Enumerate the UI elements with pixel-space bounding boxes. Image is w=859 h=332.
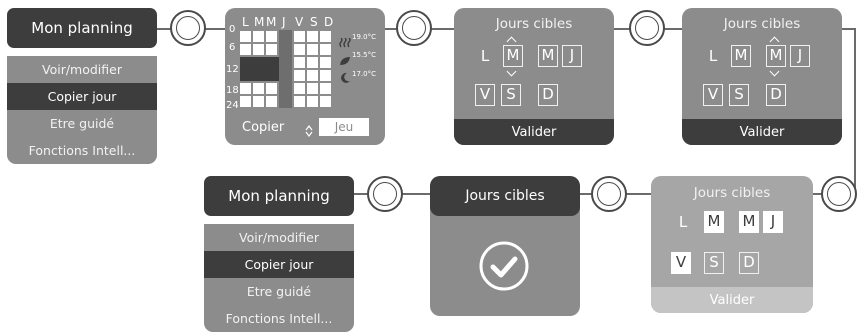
temperature-list: 19.0°C 15.5°C 17.0°C [339, 32, 383, 92]
chevron-down-icon [506, 66, 517, 77]
temp-night-value: 17.0°C [352, 70, 376, 78]
temp-eco-value: 15.5°C [352, 51, 376, 59]
day-monday[interactable]: L [708, 47, 718, 65]
day-tuesday[interactable]: M [731, 45, 751, 67]
day-wednesday[interactable]: M [538, 45, 558, 67]
navigation-circle-icon[interactable] [396, 10, 432, 46]
day-header-label: V [295, 15, 304, 29]
connector-line [854, 28, 856, 194]
target-days-screen-1: Jours cibles L M M J V S D Valider [454, 8, 614, 145]
day-monday[interactable]: L [480, 47, 490, 65]
day-saturday[interactable]: S [729, 84, 749, 106]
day-wednesday[interactable]: M [739, 211, 759, 233]
day-header-label: S [310, 15, 318, 29]
menu-item-etre-guide[interactable]: Etre guidé [246, 284, 312, 299]
schedule-grid[interactable] [239, 30, 336, 108]
navigation-circle-icon[interactable] [367, 176, 403, 212]
day-tuesday[interactable]: M [503, 45, 523, 67]
navigation-circle-icon[interactable] [591, 176, 627, 212]
copy-day-screen: 0 6 12 18 24 L M M J V S D [225, 8, 385, 145]
menu-mon-planning-2: Mon planning Voir/modifier Copier jour E… [204, 176, 354, 332]
day-sunday[interactable]: D [538, 84, 558, 106]
day-friday[interactable]: V [475, 84, 495, 106]
day-thursday[interactable]: J [790, 45, 810, 67]
day-header-label: L [242, 15, 249, 29]
day-header-label: M [266, 15, 277, 29]
day-sunday[interactable]: D [766, 84, 786, 106]
hour-label: 18 [226, 85, 239, 96]
day-sunday[interactable]: D [739, 252, 759, 274]
menu-title: Mon planning [204, 176, 354, 216]
hour-label: 0 [229, 24, 236, 35]
confirmation-header: Jours cibles [430, 176, 580, 216]
screen-title: Jours cibles [693, 185, 771, 201]
menu-item-etre-guide[interactable]: Etre guidé [49, 116, 115, 131]
menu-list: Voir/modifier Copier jour Etre guidé Fon… [204, 224, 354, 332]
menu-item-voir-modifier[interactable]: Voir/modifier [239, 230, 319, 245]
menu-item-fonctions-intelligentes[interactable]: Fonctions Intell... [225, 311, 333, 326]
day-friday[interactable]: V [703, 84, 723, 106]
menu-item-fonctions-intelligentes[interactable]: Fonctions Intell... [28, 143, 136, 158]
navigation-circle-icon[interactable] [170, 10, 206, 46]
temp-comfort-value: 19.0°C [352, 33, 376, 41]
menu-mon-planning: Mon planning Voir/modifier Copier jour E… [7, 8, 157, 164]
menu-item-copier-jour[interactable]: Copier jour [7, 83, 157, 110]
confirmation-screen: Jours cibles [430, 176, 580, 316]
comfort-heat-icon [339, 33, 351, 48]
night-moon-icon [339, 69, 351, 83]
check-circle-icon [478, 240, 530, 292]
screen-title: Jours cibles [495, 16, 573, 32]
hour-label: 12 [226, 64, 239, 75]
hour-label: 24 [226, 100, 239, 111]
day-header-label: J [282, 15, 286, 29]
menu-item-copier-jour[interactable]: Copier jour [204, 251, 354, 278]
day-header: L M M J V S D [242, 15, 342, 29]
chevron-down-icon [769, 66, 780, 77]
day-monday[interactable]: L [678, 213, 688, 231]
menu-item-voir-modifier[interactable]: Voir/modifier [42, 62, 122, 77]
validate-button[interactable]: Valider [651, 287, 813, 313]
day-saturday[interactable]: S [704, 252, 724, 274]
eco-leaf-icon [339, 51, 351, 65]
day-thursday[interactable]: J [763, 211, 783, 233]
hour-label: 6 [229, 42, 236, 53]
validate-button[interactable]: Valider [454, 119, 614, 145]
copy-label: Copier [242, 120, 285, 135]
navigation-circle-icon[interactable] [821, 176, 857, 212]
screen-title: Jours cibles [723, 16, 801, 32]
day-friday[interactable]: V [671, 252, 691, 274]
validate-button[interactable]: Valider [682, 119, 842, 145]
day-thursday[interactable]: J [562, 45, 582, 67]
target-days-screen-3: Jours cibles L M M J V S D Valider [651, 176, 813, 313]
navigation-circle-icon[interactable] [629, 10, 665, 46]
day-tuesday[interactable]: M [704, 211, 724, 233]
day-saturday[interactable]: S [501, 84, 521, 106]
copy-day-select[interactable]: Jeu [319, 118, 369, 136]
menu-list: Voir/modifier Copier jour Etre guidé Fon… [7, 56, 157, 164]
day-header-label: M [254, 15, 265, 29]
schedule-grid-graphic [239, 30, 336, 108]
day-header-label: D [324, 15, 334, 29]
menu-title: Mon planning [7, 8, 157, 48]
day-wednesday[interactable]: M [766, 45, 786, 67]
up-down-arrows-icon[interactable] [305, 122, 313, 137]
target-days-screen-2: Jours cibles L M M J V S D Valider [682, 8, 842, 145]
